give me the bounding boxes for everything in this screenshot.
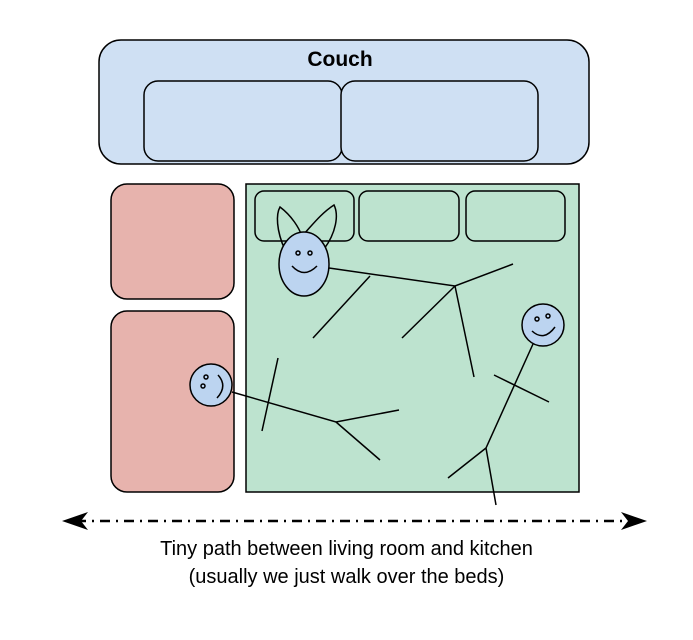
- arrow-left-icon: [62, 512, 88, 530]
- eye-icon: [203, 374, 209, 380]
- body-lines: [312, 263, 514, 378]
- smile-icon: [291, 265, 318, 274]
- eye-icon: [545, 313, 551, 319]
- couch-label: Couch: [307, 48, 372, 71]
- smile-icon: [531, 326, 556, 337]
- stick-figure-cat: [276, 203, 514, 378]
- face-icon: [278, 231, 330, 297]
- eye-icon: [295, 250, 301, 256]
- pillow-right: [465, 190, 566, 242]
- pillow-middle: [358, 190, 460, 242]
- couch-cushion-right: [340, 80, 539, 162]
- side-bed-top: [110, 183, 235, 300]
- couch: Couch: [98, 39, 590, 165]
- stick-figure-right: [447, 303, 565, 506]
- face-icon: [189, 363, 233, 407]
- body-lines: [447, 343, 550, 506]
- side-bed-bottom: [110, 310, 235, 493]
- eye-icon: [200, 383, 206, 389]
- eye-icon: [307, 250, 313, 256]
- path-caption-line2: (usually we just walk over the beds): [188, 566, 505, 588]
- stick-figure-left: [189, 357, 400, 461]
- body-lines: [231, 357, 400, 461]
- path-arrow: [62, 512, 647, 530]
- couch-cushion-left: [143, 80, 343, 162]
- eye-icon: [534, 316, 540, 322]
- arrow-right-icon: [621, 512, 647, 530]
- path-caption-line1: Tiny path between living room and kitche…: [160, 538, 533, 560]
- smile-icon: [216, 374, 224, 399]
- face-icon: [521, 303, 565, 347]
